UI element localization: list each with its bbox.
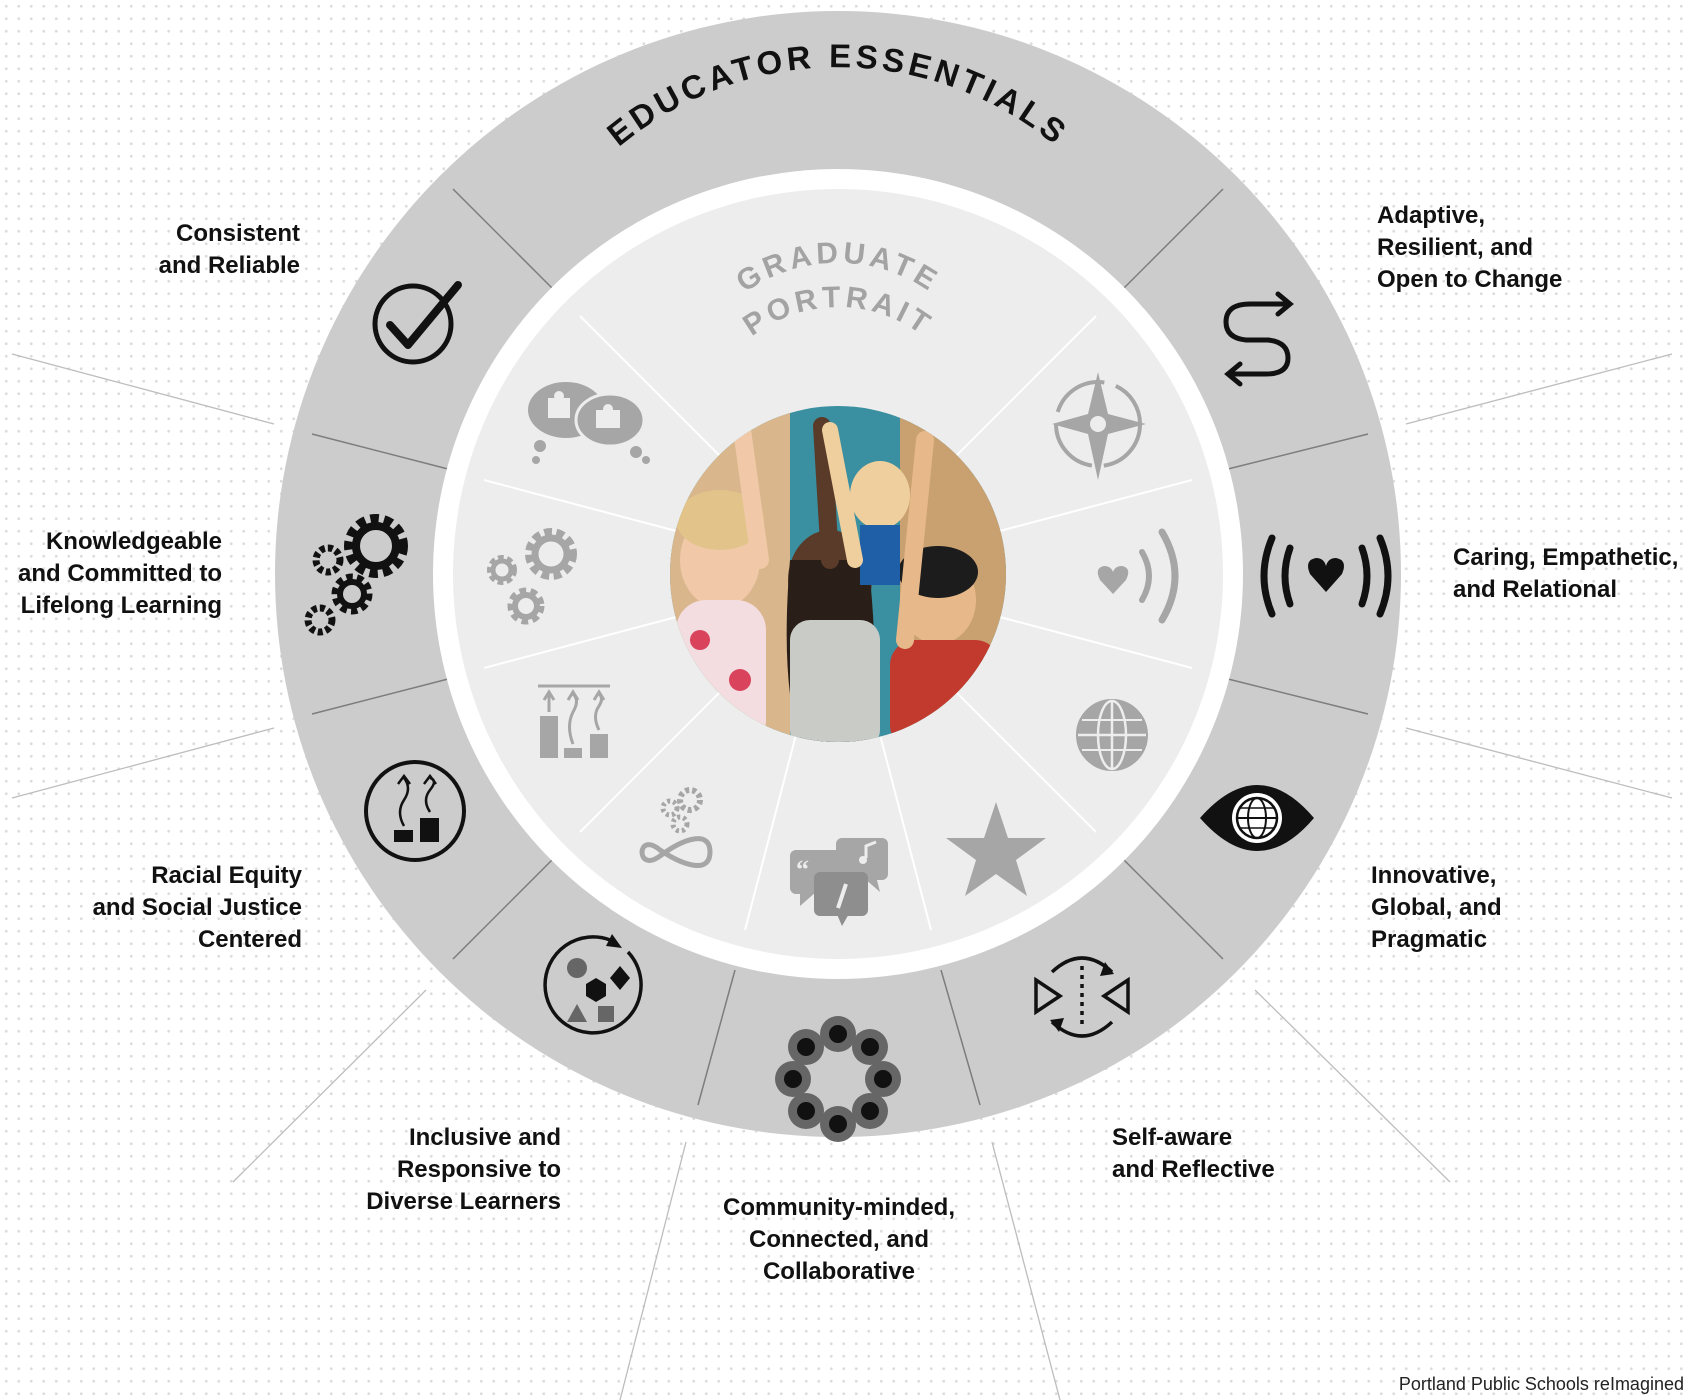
checkmark-circle-icon: [372, 281, 462, 365]
winding-arrow-icon: [1223, 291, 1294, 387]
puzzle-thought-bubbles-icon: [528, 382, 650, 464]
leader-lines: [11, 353, 1673, 1400]
gears-icon: [487, 528, 577, 625]
shapes-cycle-icon: [543, 934, 643, 1035]
essential-label-caring: Caring, Empathetic,and Relational: [1453, 544, 1679, 603]
outer-ring-dividers: [311, 188, 1369, 1106]
globe-eye-icon: [1200, 785, 1314, 851]
center-photo: [670, 406, 1006, 742]
source-credit: Portland Public Schools reImagined: [1398, 1374, 1684, 1394]
mirror-triangles-icon: [1034, 956, 1130, 1038]
gears-icon: [304, 514, 408, 636]
rising-arrows-circle-icon: [364, 760, 466, 862]
star-icon: [946, 802, 1046, 896]
heart-waves-icon: [1097, 528, 1179, 624]
speech-bubbles-icon: “: [790, 838, 888, 926]
svg-text:“: “: [796, 855, 809, 884]
gears-infinity-icon: [639, 787, 713, 868]
broadcast-heart-icon: [1260, 534, 1392, 618]
flower-ring-icon: [775, 1016, 901, 1142]
globe-icon: [1076, 699, 1148, 771]
rising-arrows-icon: [538, 684, 610, 758]
compass-star-icon: [1052, 372, 1146, 480]
